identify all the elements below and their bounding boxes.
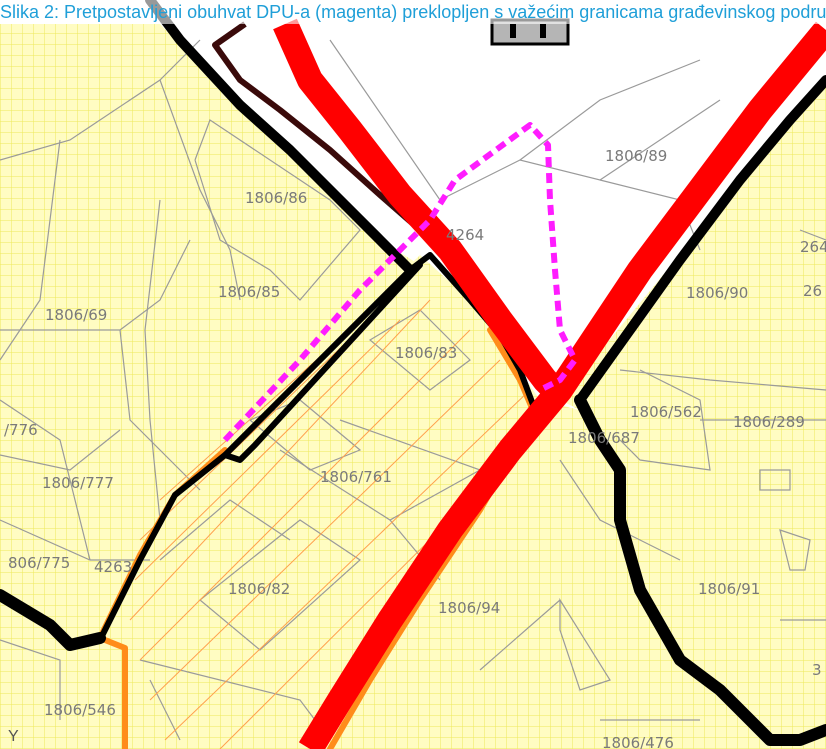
axis-corner-label: Y xyxy=(8,728,19,745)
parcel-label: 1806/91 xyxy=(698,580,760,598)
building-zone-south xyxy=(100,255,540,749)
building-zone-areas xyxy=(0,24,826,749)
parcel-label: 1806/82 xyxy=(228,580,290,598)
parcel-label: 1806/94 xyxy=(438,599,500,617)
parcel-label: 1806/86 xyxy=(245,189,307,207)
building-zone-east xyxy=(560,80,826,749)
parcel-label: 1806/83 xyxy=(395,344,457,362)
parcel-label: 1806/85 xyxy=(218,283,280,301)
parcel-lines xyxy=(0,39,826,741)
parcel-label: 1806/69 xyxy=(45,306,107,324)
figure-caption: Slika 2: Pretpostavljeni obuhvat DPU-a (… xyxy=(0,0,826,24)
building-zone-west xyxy=(0,24,420,749)
parcel-label: 1806/89 xyxy=(605,147,667,165)
parcel-label: /776 xyxy=(4,421,38,439)
parcel-label: 1806/687 xyxy=(568,429,640,447)
plan-scope-magenta xyxy=(222,122,578,443)
parcel-label: 26 xyxy=(803,282,822,300)
parcel-label: 4264 xyxy=(446,226,484,244)
parcel-label: 1806/90 xyxy=(686,284,748,302)
parcel-label: 1806/546 xyxy=(44,701,116,719)
parcel-label: 1806/289 xyxy=(733,413,805,431)
parcel-label: 1806/761 xyxy=(320,468,392,486)
parcel-label: 4263 xyxy=(94,558,132,576)
parcel-label: 264 xyxy=(800,238,826,256)
parcel-label: 1806/777 xyxy=(42,474,114,492)
parcel-label: 1806/476 xyxy=(602,734,674,749)
parcel-label: 806/775 xyxy=(8,554,70,572)
dark-boundary xyxy=(212,21,422,233)
parcel-labels: 1806/89 1806/86 4264 1806/85 1806/69 180… xyxy=(4,147,826,749)
building-zone-southeast xyxy=(300,400,770,749)
parcel-label: 3 xyxy=(812,661,822,679)
parcel-label: 1806/562 xyxy=(630,403,702,421)
